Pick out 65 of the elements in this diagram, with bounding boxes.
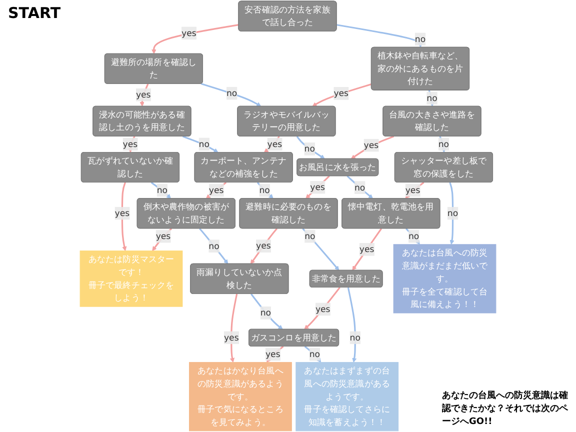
arrow xyxy=(182,136,218,153)
arrow xyxy=(150,182,172,199)
arrow xyxy=(312,83,372,107)
arrow xyxy=(304,346,322,363)
edge-label: no xyxy=(414,34,426,44)
arrow xyxy=(206,182,227,199)
edge-label: yes xyxy=(310,182,325,192)
edge-label: yes xyxy=(224,332,239,342)
edge-label: yes xyxy=(122,138,138,150)
edge-label: no xyxy=(408,231,420,242)
edge-label: no xyxy=(438,138,450,150)
arrow xyxy=(250,294,283,330)
arrow xyxy=(230,294,238,363)
edge-label: no xyxy=(304,231,316,242)
edge-label: yes xyxy=(359,244,374,254)
arrow xyxy=(200,83,262,107)
edge-label: no xyxy=(260,308,272,318)
arrow xyxy=(406,228,420,245)
arrow xyxy=(347,287,357,363)
arrow xyxy=(250,228,278,264)
arrow xyxy=(302,228,340,271)
node-box: あなたは防災マスターです！ 冊子で最終チェックをしよう！ xyxy=(80,250,183,307)
edge-label: yes xyxy=(114,208,130,218)
arrow xyxy=(152,228,172,252)
edge-label: no xyxy=(350,332,360,342)
edge-label: yes xyxy=(315,304,330,314)
arrow xyxy=(428,90,434,107)
node-box: あなたはかなり台風への防災意識があるようです。 冊子で気になるところを見てみよう。 xyxy=(189,362,292,432)
arrow xyxy=(449,182,454,245)
edge-label: no xyxy=(447,208,458,218)
arrow xyxy=(121,182,127,252)
edge-label: yes xyxy=(256,240,271,251)
edge-label: yes xyxy=(364,140,379,150)
edge-label: yes xyxy=(208,184,224,196)
edge-label: yes xyxy=(405,184,420,196)
arrow xyxy=(152,24,239,54)
edge-label: no xyxy=(198,138,210,150)
arrow xyxy=(352,228,382,271)
edge-label: yes xyxy=(334,88,349,98)
node-box: あなたは台風への防災意識がまだまだ低いです。 冊子を全て確認して台風に備えよう！！ xyxy=(393,244,496,314)
arrow xyxy=(336,24,423,48)
arrow xyxy=(199,228,228,264)
title: START xyxy=(8,4,61,22)
node-box: あなたはまずまずの台風への防災意識があるようです。 冊子を確認してさらに知識を蓄えよう！！ xyxy=(296,362,399,432)
edge-label: no xyxy=(354,182,366,192)
arrow xyxy=(350,136,394,160)
arrow xyxy=(405,182,424,199)
edge-label: no xyxy=(208,240,220,251)
arrow xyxy=(296,136,325,160)
edge-label: yes xyxy=(136,89,151,100)
edge-label: yes xyxy=(156,231,171,242)
edge-label: no xyxy=(304,144,315,154)
edge-label: no xyxy=(226,88,238,98)
edge-label: yes xyxy=(267,138,282,150)
note-text: あなたの台風への防災意識は確認できたかな？それでは次のページへGO!! xyxy=(442,389,569,428)
edge-label: no xyxy=(259,184,270,196)
arrow xyxy=(256,182,274,199)
arrow xyxy=(304,287,340,330)
edge-label: no xyxy=(309,348,320,360)
edge-label: no xyxy=(156,184,168,196)
edge-label: no xyxy=(426,92,438,103)
arrow xyxy=(346,175,374,199)
edge-label: yes xyxy=(182,28,196,38)
edge-label: yes xyxy=(265,348,280,360)
arrow xyxy=(306,175,330,199)
